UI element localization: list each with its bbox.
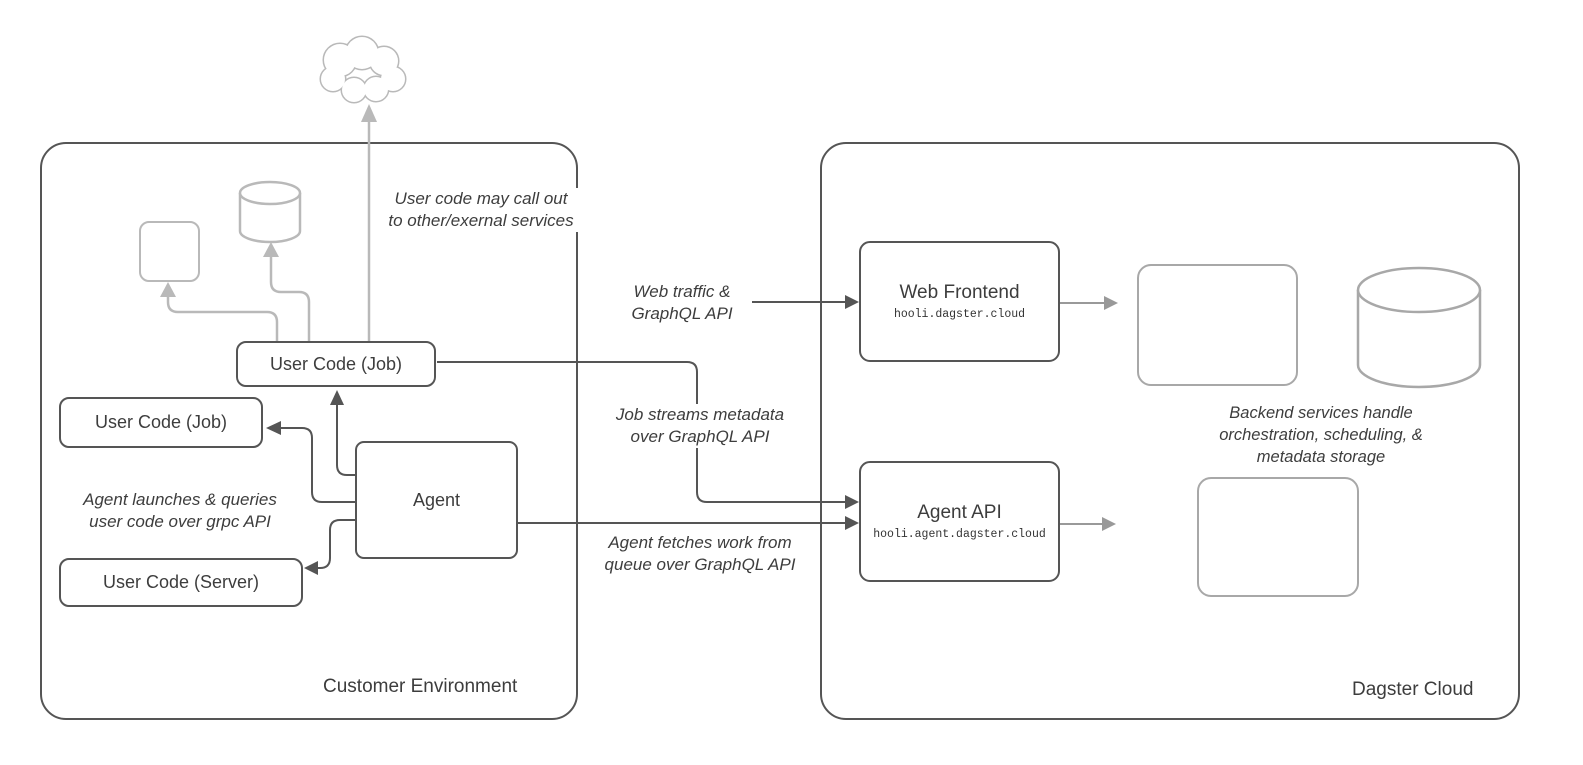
annotation-line: user code over grpc API bbox=[89, 512, 271, 531]
connector-agent-to-user-code-job-top bbox=[336, 405, 355, 476]
metadata-database-icon bbox=[1356, 266, 1482, 389]
node-web-frontend: Web Frontend hooli.dagster.cloud bbox=[859, 241, 1060, 362]
annotation-line: Agent fetches work from bbox=[608, 533, 792, 552]
arrowhead bbox=[330, 390, 344, 405]
annotation-line: User code may call out bbox=[394, 189, 568, 208]
cloud-icon bbox=[319, 35, 407, 104]
arrowhead-light bbox=[361, 104, 377, 122]
annotation-line: Web traffic & bbox=[633, 282, 731, 301]
database-icon bbox=[238, 180, 302, 244]
dagster-cloud-container bbox=[820, 142, 1520, 720]
arrowhead-light bbox=[160, 282, 176, 297]
annotation-line: Agent launches & queries bbox=[83, 490, 277, 509]
node-user-code-job: User Code (Job) bbox=[59, 397, 263, 448]
backend-service-square-top bbox=[1137, 264, 1298, 386]
annotation-line: Job streams metadata bbox=[615, 405, 785, 424]
annotation-line: Backend services handle bbox=[1229, 404, 1413, 422]
external-service-square bbox=[139, 221, 200, 282]
annotation-line: GraphQL API bbox=[631, 304, 733, 323]
annotation-external-services: User code may call out to other/exernal … bbox=[383, 188, 579, 232]
annotation-agent-launches: Agent launches & queries user code over … bbox=[72, 489, 288, 533]
node-agent: Agent bbox=[355, 441, 518, 559]
node-agent-api: Agent API hooli.agent.dagster.cloud bbox=[859, 461, 1060, 582]
annotation-backend-services: Backend services handle orchestration, s… bbox=[1208, 402, 1434, 468]
annotation-job-streams: Job streams metadata over GraphQL API bbox=[606, 404, 794, 448]
annotation-agent-fetches: Agent fetches work from queue over Graph… bbox=[596, 532, 804, 576]
arrowhead bbox=[845, 495, 859, 509]
arrowhead bbox=[845, 295, 859, 309]
annotation-line: orchestration, scheduling, & bbox=[1219, 426, 1423, 444]
annotation-web-traffic: Web traffic & GraphQL API bbox=[612, 281, 752, 325]
annotation-line: over GraphQL API bbox=[630, 427, 770, 446]
connector-agent-to-user-code-job bbox=[281, 427, 355, 503]
node-label: Web Frontend bbox=[899, 282, 1020, 303]
arrowhead-mid bbox=[1102, 517, 1116, 531]
arrowhead bbox=[304, 561, 318, 575]
node-label: Agent API bbox=[917, 502, 1002, 523]
annotation-line: metadata storage bbox=[1256, 448, 1386, 466]
node-subtitle: hooli.agent.dagster.cloud bbox=[873, 528, 1046, 541]
backend-service-square-bottom bbox=[1197, 477, 1359, 597]
annotation-line: queue over GraphQL API bbox=[604, 555, 796, 574]
connector-job-to-square bbox=[166, 297, 279, 341]
customer-environment-label: Customer Environment bbox=[323, 676, 518, 697]
arrowhead bbox=[266, 421, 281, 435]
connector-job-to-database bbox=[269, 257, 311, 341]
connector-agent-to-user-code-server bbox=[318, 519, 355, 569]
arrowhead-light bbox=[263, 242, 279, 257]
customer-environment-container bbox=[40, 142, 578, 720]
node-user-code-server: User Code (Server) bbox=[59, 558, 303, 607]
node-label: User Code (Server) bbox=[102, 572, 260, 592]
arrowhead bbox=[845, 516, 859, 530]
node-label: Agent bbox=[412, 489, 461, 510]
node-label: User Code (Job) bbox=[269, 353, 403, 374]
node-subtitle: hooli.dagster.cloud bbox=[893, 308, 1026, 321]
node-user-code-job-top: User Code (Job) bbox=[236, 341, 436, 387]
node-label: User Code (Job) bbox=[94, 412, 228, 432]
arrowhead-mid bbox=[1104, 296, 1118, 310]
annotation-line: to other/exernal services bbox=[388, 211, 574, 230]
dagster-cloud-label: Dagster Cloud bbox=[1352, 679, 1474, 700]
